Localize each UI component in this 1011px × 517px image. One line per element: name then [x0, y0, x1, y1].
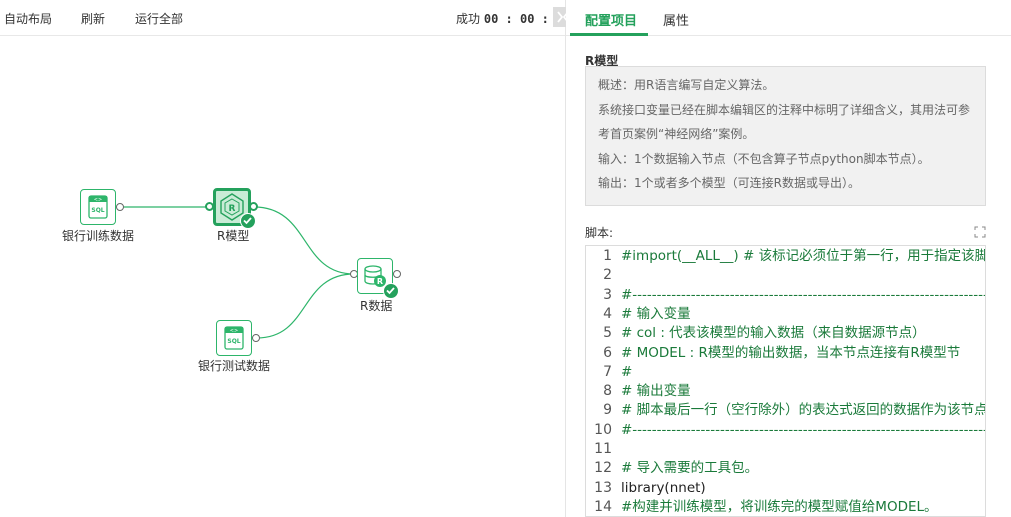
code-line[interactable]: 11 — [586, 440, 985, 459]
code-line[interactable]: 5 # col : 代表该模型的输入数据（来自数据源节点） — [586, 324, 985, 343]
success-check-icon — [240, 213, 256, 229]
code-line[interactable]: 13 library(nnet) — [586, 479, 985, 498]
auto-layout-button[interactable]: 自动布局 — [4, 12, 53, 26]
refresh-button[interactable]: 刷新 — [81, 12, 106, 26]
code-text: library(nnet) — [621, 479, 706, 496]
elapsed-time: 00 : 00 : 11 — [483, 12, 571, 26]
tab-properties[interactable]: 属性 — [663, 14, 690, 29]
code-line[interactable]: 2 — [586, 266, 985, 285]
code-text: #import(__ALL__) # 该标记必须位于第一行，用于指定该脚 — [621, 248, 986, 264]
line-number: 13 — [594, 479, 612, 496]
svg-text:<>: <> — [230, 328, 238, 334]
code-text: #构建并训练模型，将训练完的模型赋值给MODEL。 — [621, 498, 938, 515]
code-line[interactable]: 9 # 脚本最后一行（空行除外）的表达式返回的数据作为该节点 — [586, 401, 986, 420]
output-port[interactable] — [249, 202, 258, 211]
code-text: # 脚本最后一行（空行除外）的表达式返回的数据作为该节点 — [621, 402, 986, 419]
svg-text:R: R — [229, 204, 236, 214]
section-title: R模型 — [585, 54, 619, 68]
node-label: 银行测试数据 — [198, 359, 271, 373]
line-number: 1 — [603, 248, 612, 264]
sql-file-icon: <> SQL — [88, 195, 108, 219]
output-port[interactable] — [116, 203, 124, 211]
svg-text:<>: <> — [94, 197, 102, 203]
code-line[interactable]: 4 # 输入变量 — [586, 305, 985, 324]
fullscreen-icon[interactable] — [974, 226, 986, 238]
active-tab-indicator — [570, 33, 648, 36]
code-line[interactable]: 10 #-------------------------------------… — [586, 421, 986, 440]
code-text: # 输出变量 — [621, 383, 691, 400]
edges-layer — [120, 206, 355, 339]
canvas-toolbar: 自动布局 刷新 运行全部 成功 00 : 00 : 11 — [0, 0, 571, 36]
line-number: 14 — [594, 498, 612, 515]
output-port[interactable] — [393, 270, 401, 278]
script-label: 脚本: — [585, 226, 614, 240]
success-check-icon — [383, 283, 399, 299]
output-port[interactable] — [252, 334, 260, 342]
code-line[interactable]: 12 # 导入需要的工具包。 — [586, 459, 985, 478]
line-number: 11 — [594, 441, 612, 457]
edge-rmodel-to-rdata — [253, 206, 355, 275]
svg-text:SQL: SQL — [227, 338, 240, 345]
node-box[interactable]: <> SQL — [80, 189, 116, 225]
code-text: #---------------------------------------… — [621, 286, 986, 303]
node-box[interactable]: <> SQL — [216, 320, 252, 356]
description-box: 概述：用R语言编写自定义算法。 系统接口变量已经在脚本编辑区的注释中标明了详细含… — [585, 66, 986, 206]
edge-test-to-rdata — [256, 273, 355, 339]
code-text: # MODEL : R模型的输出数据，当本节点连接有R模型节 — [621, 344, 961, 361]
r-database-icon: R — [364, 265, 386, 287]
line-number: 4 — [603, 305, 612, 322]
line-number: 3 — [603, 286, 612, 303]
line-number: 9 — [603, 402, 612, 419]
script-editor[interactable]: 1 #import(__ALL__) # 该标记必须位于第一行，用于指定该脚 2 3 #… — [585, 245, 986, 517]
node-box[interactable]: R — [357, 258, 393, 294]
svg-text:R: R — [377, 277, 383, 286]
code-line[interactable]: 1 #import(__ALL__) # 该标记必须位于第一行，用于指定该脚 — [586, 247, 986, 266]
code-text: # — [621, 363, 633, 380]
code-line[interactable]: 6 # MODEL : R模型的输出数据，当本节点连接有R模型节 — [586, 344, 985, 363]
line-number: 12 — [594, 460, 612, 477]
code-text: #---------------------------------------… — [621, 421, 986, 438]
code-text: # col : 代表该模型的输入数据（来自数据源节点） — [621, 325, 926, 342]
code-line[interactable]: 3 #--------------------------------------… — [586, 286, 986, 305]
description-line: 系统接口变量已经在脚本编辑区的注释中标明了详细含义，其用法可参 — [598, 102, 971, 117]
sql-file-icon: <> SQL — [224, 326, 244, 350]
line-number: 10 — [594, 421, 612, 438]
node-label: R数据 — [360, 299, 393, 313]
description-line: 概述：用R语言编写自定义算法。 — [598, 78, 775, 92]
code-line[interactable]: 7# — [586, 363, 985, 382]
code-text: # 导入需要的工具包。 — [621, 460, 759, 477]
description-line: 输出：1个或者多个模型（可连接R数据或导出）。 — [598, 176, 860, 190]
description-line: 考首页案例“神经网络”案例。 — [598, 127, 755, 141]
run-status: 成功 00 : 00 : 11 — [456, 10, 571, 27]
run-all-button[interactable]: 运行全部 — [135, 12, 184, 26]
svg-text:SQL: SQL — [91, 207, 104, 214]
node-label: R模型 — [217, 229, 250, 243]
line-number: 8 — [603, 383, 612, 400]
line-number: 2 — [603, 267, 612, 284]
status-label: 成功 — [456, 12, 481, 26]
line-number: 6 — [603, 344, 612, 361]
panel-splitter[interactable] — [565, 0, 566, 517]
panel-tabs: 配置项目 属性 — [566, 0, 1011, 36]
code-text: # 输入变量 — [621, 305, 691, 322]
r-model-icon: R — [220, 193, 244, 221]
description-line: 输入：1个数据输入节点（不包含算子节点python脚本节点）。 — [598, 151, 930, 166]
line-number-gutter — [586, 246, 616, 516]
line-number: 7 — [603, 363, 612, 380]
line-number: 5 — [603, 325, 612, 342]
flow-canvas[interactable]: <> SQL 银行训练数据 R R模型 — [0, 36, 565, 517]
tab-config[interactable]: 配置项目 — [585, 14, 638, 29]
code-line[interactable]: 14 #构建并训练模型，将训练完的模型赋值给MODEL。 — [586, 498, 985, 516]
code-line[interactable]: 8 # 输出变量 — [586, 382, 985, 401]
config-panel: 配置项目 属性 R模型 概述：用R语言编写自定义算法。 系统接口变量已经在脚本编… — [566, 0, 1011, 517]
node-label: 银行训练数据 — [62, 229, 135, 243]
